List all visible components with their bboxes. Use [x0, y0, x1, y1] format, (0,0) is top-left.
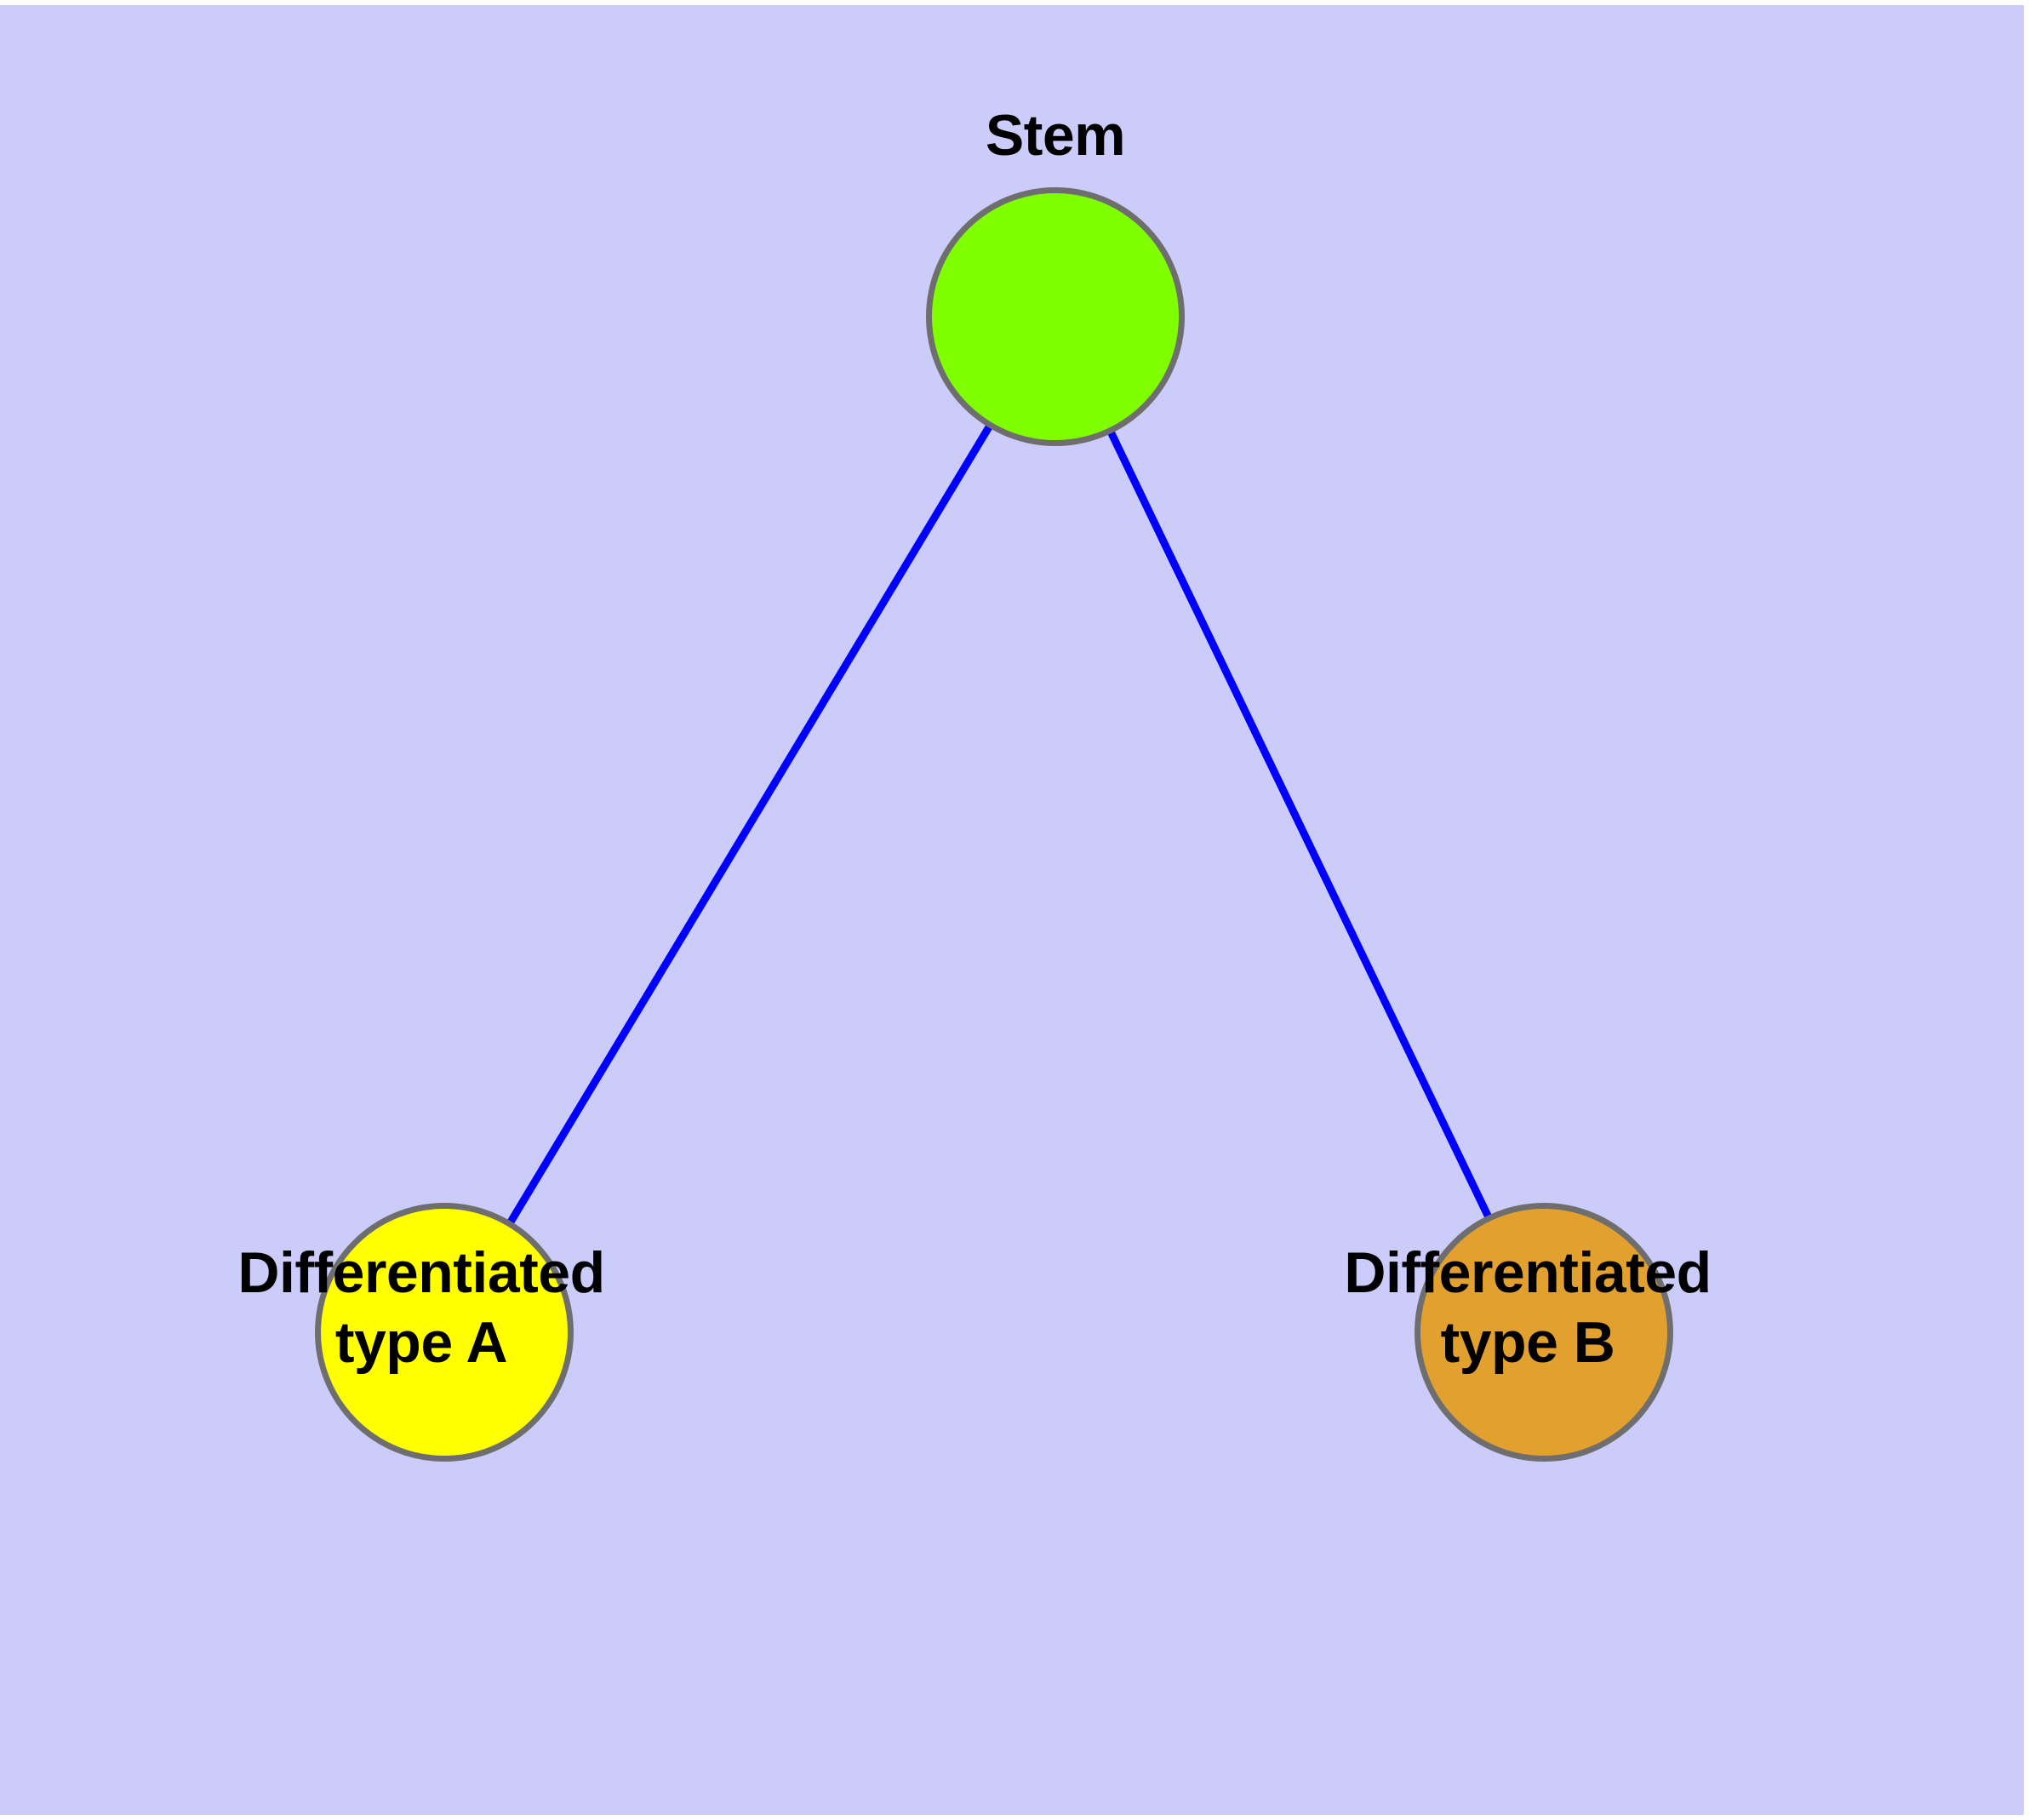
edge-stem-to-differentiated-type-b[interactable] — [1051, 315, 1548, 1334]
node-differentiated-type-a[interactable] — [315, 1203, 574, 1462]
node-stem[interactable] — [926, 187, 1185, 446]
edge-layer — [441, 314, 1548, 1335]
edge-stem-to-differentiated-type-a[interactable] — [441, 314, 1059, 1335]
node-differentiated-type-b[interactable] — [1415, 1203, 1673, 1462]
